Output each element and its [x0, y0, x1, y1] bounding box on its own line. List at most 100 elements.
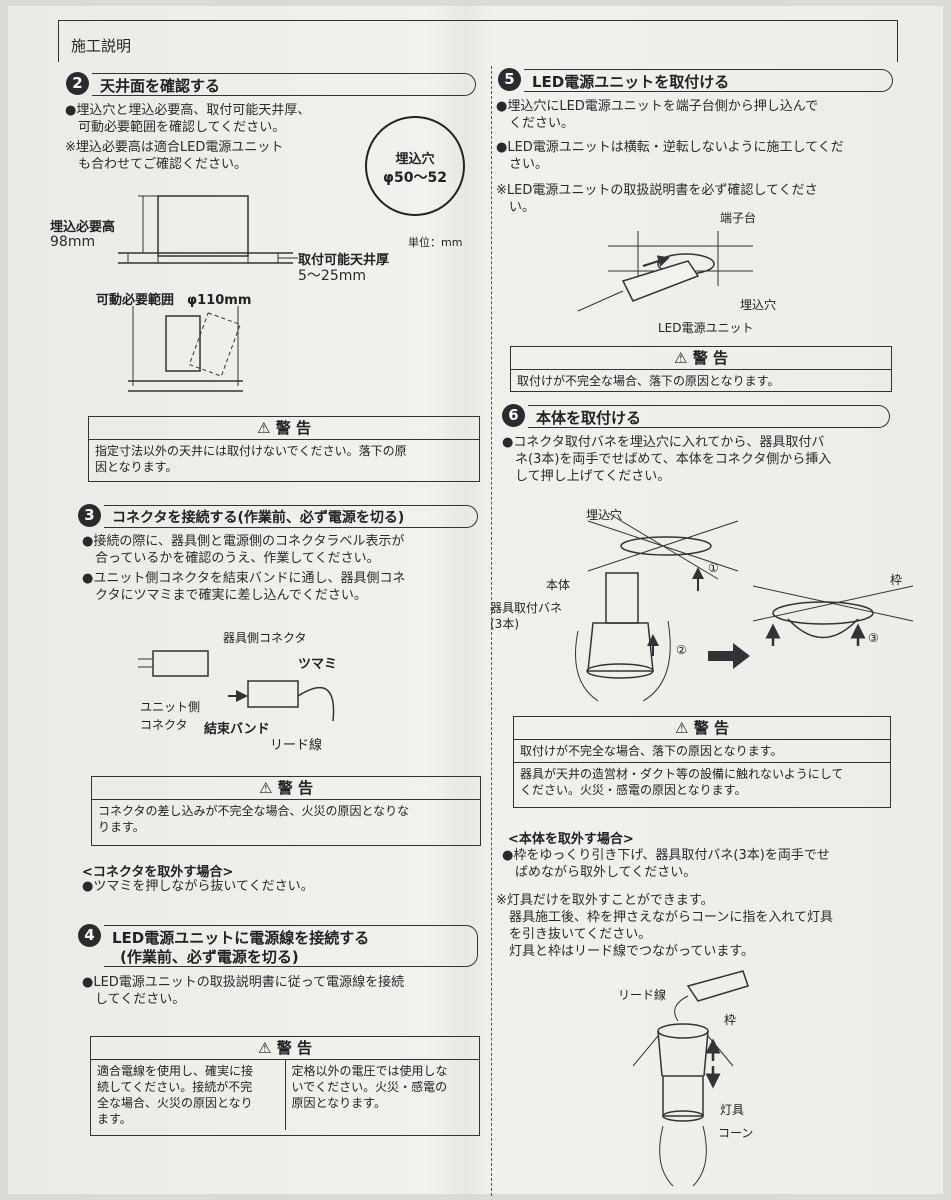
step6-text-2: ネ(3本)を両手でせばめて、本体をコネクタ側から挿入 [502, 452, 832, 467]
connector-diagram [138, 650, 335, 722]
fixture-connector-label: 器具側コネクタ [223, 631, 307, 645]
body-label: 本体 [546, 578, 571, 592]
ceiling-height-diagram [118, 195, 298, 264]
body-remove-text-2: ばめながら取外してください。 [502, 865, 697, 880]
terminal-label: 端子台 [720, 211, 757, 225]
step2-text-1: ●埋込穴と埋込必要高、取付可能天井厚、 [65, 103, 311, 118]
unit-label-5: LED電源ユニット [658, 321, 754, 335]
callout-1: ① [708, 561, 719, 575]
step-number: 5 [498, 68, 521, 91]
warning-left-4: ます。 [97, 1112, 132, 1126]
step4-text-2: してください。 [82, 992, 186, 1007]
thickness-value: 5〜25mm [298, 268, 366, 284]
warning-left-1: 適合電線を使用し、確実に接 [97, 1064, 254, 1078]
lamp-label: 灯具 [720, 1103, 745, 1117]
lead-wire-label: リード線 [270, 738, 323, 753]
body-remove-title: <本体を取外す場合> [508, 832, 634, 847]
step4-heading: 4 LED電源ユニットに電源線を接続する (作業前、必ず電源を切る) [78, 924, 478, 969]
note-text-2: 器具施工後、枠を押さえながらコーンに指を入れて灯具 [496, 910, 833, 925]
instruction-sheet: 施工説明 2 天井面を確認する ●埋込穴と埋込必要高、取付可能天井厚、 可動必要… [8, 6, 943, 1196]
step2-text-4: も合わせてご確認ください。 [65, 157, 248, 172]
step5-text-3: ●LED電源ユニットは横転・逆転しないように施工してくだ [496, 140, 844, 155]
range-label: 可動必要範囲 φ110mm [96, 293, 252, 308]
hole-size: φ50〜52 [383, 170, 447, 186]
cone-label: コーン [718, 1126, 754, 1140]
warning-left-3: 全な場合、火災の原因となり [97, 1096, 253, 1110]
warning-text-2: 因となります。 [95, 460, 178, 474]
knob-label: ツマミ [298, 657, 338, 672]
frame-label-2: 枠 [724, 1013, 737, 1027]
step-title: 天井面を確認する [100, 77, 221, 95]
fold-line [491, 66, 492, 1196]
warning-text-1: 指定寸法以外の天井には取付けないでください。落下の原 [95, 444, 407, 458]
warning-title: 警 告 [275, 419, 311, 437]
step3-text-3: ●ユニット側コネクタを結束バンドに通し、器具側コネ [82, 571, 406, 586]
step-title-line1: LED電源ユニットに電源線を接続する [112, 929, 370, 947]
step-number: 6 [502, 404, 525, 427]
hole-label-5: 埋込穴 [740, 298, 777, 312]
note-text-1: ※灯具だけを取外すことができます。 [496, 893, 714, 908]
step-title-line2: (作業前、必ず電源を切る) [120, 948, 299, 966]
height-value: 98mm [50, 234, 96, 250]
warning-right-2: いでください。火災・感電の [291, 1080, 448, 1094]
power-unit-diagram [577, 231, 753, 312]
warning-title: 警 告 [692, 349, 728, 367]
hole-label-6: 埋込穴 [586, 508, 623, 522]
step3-text-2: 合っているかを確認のうえ、作業してください。 [82, 551, 380, 566]
height-label: 埋込必要高 [50, 220, 116, 235]
note-text-3: を引き抜いてください。 [496, 927, 652, 942]
warning-right-3: 原因となります。 [291, 1096, 386, 1110]
step2-warning: ⚠ 警 告 指定寸法以外の天井には取付けないでください。落下の原 因となります。 [88, 416, 480, 482]
step3-heading: 3 コネクタを接続する(作業前、必ず電源を切る) [78, 504, 478, 531]
note-text-4: 灯具と枠はリード線でつながっています。 [496, 944, 755, 959]
unit-label: 単位：mm [408, 236, 463, 249]
callout-3: ③ [868, 631, 879, 645]
body-install-diagram [575, 512, 914, 702]
step6-text-1: ●コネクタ取付バネを埋込穴に入れてから、器具取付バ [502, 435, 825, 450]
warning-left-2: 続してください。接続が不完 [97, 1080, 253, 1094]
step-number: 2 [66, 72, 89, 95]
page-title: 施工説明 [71, 37, 132, 55]
step-title: コネクタを接続する(作業前、必ず電源を切る) [112, 510, 405, 526]
step5-text-6: い。 [496, 200, 536, 215]
unit-connector-label: ユニット側 コネクタ [140, 700, 201, 732]
frame-label: 枠 [890, 573, 903, 587]
step3-warning: ⚠ 警 告 コネクタの差し込みが不完全な場合、火災の原因となりな ります。 [91, 776, 481, 846]
step5-warning: ⚠ 警 告 取付けが不完全な場合、落下の原因となります。 [510, 346, 892, 392]
thickness-label: 取付可能天井厚 [298, 253, 390, 268]
header-box: 施工説明 [58, 20, 898, 62]
step3-text-4: クタにツマミまで確実に差し込んでください。 [82, 588, 367, 603]
warning-text-1: 取付けが不完全な場合、落下の原因となります。 [514, 740, 890, 763]
step-number: 4 [78, 924, 101, 947]
step6-text-3: して押し上げてください。 [502, 469, 671, 484]
step5-text-4: さい。 [496, 157, 549, 172]
step3-text-1: ●接続の際に、器具側と電源側のコネクタラベル表示が [82, 534, 405, 549]
callout-2: ② [676, 643, 687, 657]
warning-right-1: 定格以外の電圧では使用しな [291, 1064, 448, 1078]
warning-text-2: 器具が天井の造営材・ダクト等の設備に触れないようにして [520, 767, 844, 781]
warning-title: 警 告 [693, 719, 729, 737]
step2-heading: 2 天井面を確認する [66, 72, 476, 99]
connector-remove-text: ●ツマミを押しながら抜いてください。 [82, 879, 314, 894]
step2-text-2: 可動必要範囲を確認してください。 [65, 120, 286, 135]
lead-label: リード線 [618, 988, 667, 1002]
warning-title: 警 告 [276, 1039, 312, 1057]
movable-range-diagram [128, 306, 243, 392]
step4-text-1: ●LED電源ユニットの取扱説明書に従って電源線を接続 [82, 975, 405, 990]
step2-text-3: ※埋込必要高は適合LED電源ユニット [65, 140, 284, 155]
warning-text-1: 取付けが不完全な場合、落下の原因となります。 [517, 374, 780, 388]
step5-text-1: ●埋込穴にLED電源ユニットを端子台側から押し込んで [496, 99, 819, 114]
step-title: LED電源ユニットを取付ける [532, 73, 730, 91]
step4-warning: ⚠ 警 告 適合電線を使用し、確実に接 続してください。接続が不完 全な場合、火… [90, 1036, 480, 1136]
step6-warning: ⚠ 警 告 取付けが不完全な場合、落下の原因となります。 器具が天井の造営材・ダ… [513, 716, 891, 808]
connector-remove-title: <コネクタを取外す場合> [82, 865, 234, 880]
warning-text-2: ります。 [98, 820, 145, 834]
spring-label: 器具取付バネ (3本) [490, 601, 563, 631]
warning-title: 警 告 [277, 779, 313, 797]
step5-heading: 5 LED電源ユニットを取付ける [498, 68, 893, 95]
step-title: 本体を取付ける [536, 409, 642, 427]
hole-size-circle: 埋込穴 φ50〜52 [365, 116, 465, 216]
lamp-remove-diagram [632, 970, 749, 1187]
body-remove-text-1: ●枠をゆっくり引き下げ、器具取付バネ(3本)を両手でせ [502, 848, 830, 863]
warning-text-3: ください。火災・感電の原因となります。 [520, 783, 747, 797]
